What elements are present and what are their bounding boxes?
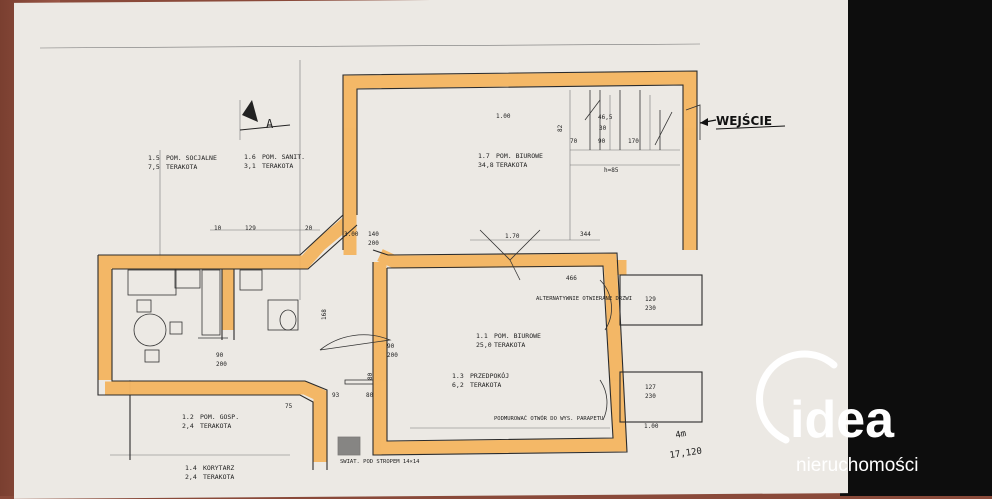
svg-text:7,5: 7,5 <box>148 163 160 171</box>
svg-text:1.7: 1.7 <box>478 152 490 160</box>
svg-text:82: 82 <box>557 124 564 132</box>
plan-notes: ALTERNATYWNIE OTWIERANE DRZWI PODMUROWAĆ… <box>340 296 632 465</box>
svg-text:30: 30 <box>599 125 607 132</box>
entrance: WEJŚCIE <box>699 113 786 130</box>
svg-text:90: 90 <box>216 352 224 359</box>
svg-text:1.70: 1.70 <box>505 233 520 240</box>
svg-text:POM. SOCJALNE: POM. SOCJALNE <box>166 154 217 162</box>
svg-text:4m: 4m <box>675 429 688 441</box>
svg-text:2,4: 2,4 <box>185 473 197 481</box>
svg-text:90: 90 <box>387 343 395 350</box>
svg-text:h=85: h=85 <box>604 167 619 174</box>
entrance-label: WEJŚCIE <box>716 113 772 128</box>
svg-text:1.6: 1.6 <box>244 153 256 161</box>
svg-text:80: 80 <box>367 372 374 380</box>
svg-text:3,1: 3,1 <box>244 162 256 170</box>
logo-brand: idea <box>790 391 895 449</box>
svg-text:90: 90 <box>598 138 606 145</box>
stairs <box>584 90 701 150</box>
svg-text:200: 200 <box>368 240 379 247</box>
svg-text:80: 80 <box>366 392 374 399</box>
svg-text:TERAKOTA: TERAKOTA <box>494 341 525 349</box>
handwritten-marks: 4m 17,120 <box>669 429 703 461</box>
room-label-1-6: 1.6 POM. SANIT. 3,1 TERAKOTA <box>244 153 305 170</box>
svg-text:2,4: 2,4 <box>182 422 194 430</box>
note-alternative-doors: ALTERNATYWNIE OTWIERANE DRZWI <box>536 296 632 302</box>
svg-text:1.5: 1.5 <box>148 154 160 162</box>
svg-text:20: 20 <box>305 225 313 232</box>
room-label-1-3: 1.3 PRZEDPOKÓJ 6,2 TERAKOTA <box>452 371 509 389</box>
svg-text:466: 466 <box>566 275 577 282</box>
room-label-1-1: 1.1 POM. BIUROWE 25,0 TERAKOTA <box>476 332 541 349</box>
svg-text:PRZEDPOKÓJ: PRZEDPOKÓJ <box>470 371 509 380</box>
doors <box>198 229 612 421</box>
svg-text:10: 10 <box>214 225 222 232</box>
svg-text:POM. BIUROWE: POM. BIUROWE <box>496 152 543 160</box>
dark-background <box>840 0 992 496</box>
svg-text:25,0: 25,0 <box>476 341 492 349</box>
note-window-opening: PODMUROWAĆ OTWÓR DO WYS. PARAPETU <box>494 415 603 422</box>
room-label-1-2: 1.2 POM. GOSP. 2,4 TERAKOTA <box>182 413 239 430</box>
svg-text:200: 200 <box>387 352 398 359</box>
svg-text:17,120: 17,120 <box>669 447 703 461</box>
svg-text:POM. GOSP.: POM. GOSP. <box>200 413 239 421</box>
logo-tagline: nieruchomości <box>796 455 919 476</box>
idea-logo: idea nieruchomości <box>756 350 919 476</box>
wall-outlines <box>97 70 703 470</box>
room-label-1-5: 1.5 POM. SOCJALNE 7,5 TERAKOTA <box>148 154 217 171</box>
svg-text:6,2: 6,2 <box>452 381 464 389</box>
svg-text:34,8: 34,8 <box>478 161 494 169</box>
svg-text:1.2: 1.2 <box>182 413 194 421</box>
svg-text:TERAKOTA: TERAKOTA <box>203 473 234 481</box>
room-label-1-7: 1.7 POM. BIUROWE 34,8 TERAKOTA <box>478 152 543 169</box>
svg-text:129: 129 <box>645 296 656 303</box>
svg-text:230: 230 <box>645 393 656 400</box>
svg-text:129: 129 <box>245 225 256 232</box>
svg-text:TERAKOTA: TERAKOTA <box>166 163 197 171</box>
svg-text:75: 75 <box>285 403 293 410</box>
svg-text:140: 140 <box>368 231 379 238</box>
svg-text:3.00: 3.00 <box>344 231 359 238</box>
svg-text:200: 200 <box>216 361 227 368</box>
room-labels: 1.5 POM. SOCJALNE 7,5 TERAKOTA 1.6 POM. … <box>148 152 543 481</box>
svg-text:168: 168 <box>321 309 328 320</box>
svg-text:1.00: 1.00 <box>496 113 511 120</box>
svg-text:KORYTARZ: KORYTARZ <box>203 464 234 472</box>
svg-text:230: 230 <box>645 305 656 312</box>
dimension-labels: 129 20 10 344 170 82 70 90 30 46,5 h=85 … <box>214 113 659 430</box>
svg-text:46,5: 46,5 <box>598 114 613 121</box>
svg-text:344: 344 <box>580 231 591 238</box>
walls-highlight <box>98 71 697 462</box>
svg-text:127: 127 <box>645 384 656 391</box>
svg-text:TERAKOTA: TERAKOTA <box>496 161 527 169</box>
svg-text:TERAKOTA: TERAKOTA <box>470 381 501 389</box>
svg-text:POM. SANIT.: POM. SANIT. <box>262 153 305 161</box>
svg-text:1.00: 1.00 <box>644 423 659 430</box>
section-marker: A <box>239 100 291 131</box>
svg-text:70: 70 <box>570 138 578 145</box>
section-marker-label: A <box>266 117 274 131</box>
room-label-1-4: 1.4 KORYTARZ 2,4 TERAKOTA <box>185 464 234 481</box>
svg-text:93: 93 <box>332 392 340 399</box>
svg-text:TERAKOTA: TERAKOTA <box>262 162 293 170</box>
furniture <box>127 269 374 456</box>
svg-text:170: 170 <box>628 138 639 145</box>
svg-text:TERAKOTA: TERAKOTA <box>200 422 231 430</box>
svg-text:POM. BIUROWE: POM. BIUROWE <box>494 332 541 340</box>
note-skylight: SWIAT. POD STROPEM 14×14 <box>340 459 420 465</box>
svg-text:1.4: 1.4 <box>185 464 197 472</box>
svg-text:1.3: 1.3 <box>452 372 464 380</box>
construction-lines <box>39 43 701 460</box>
svg-text:1.1: 1.1 <box>476 332 488 340</box>
